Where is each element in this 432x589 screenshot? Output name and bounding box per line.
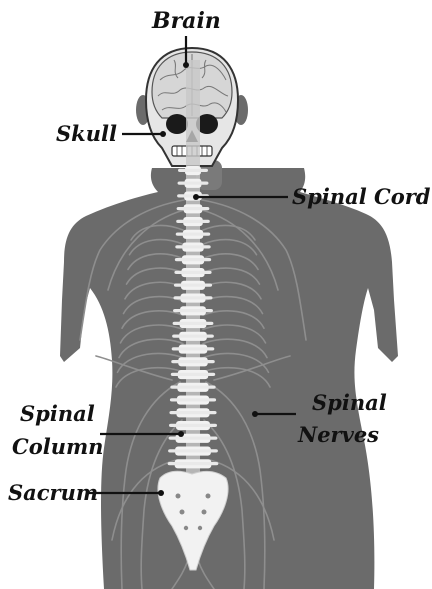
vertebra-process bbox=[169, 437, 218, 440]
label-spinal-column-line1: Spinal bbox=[20, 401, 95, 426]
vertebra-process bbox=[171, 373, 215, 376]
vertebra-process bbox=[171, 360, 215, 363]
vertebra-process bbox=[178, 169, 208, 172]
body-silhouette bbox=[60, 168, 398, 589]
vertebra-process bbox=[174, 271, 211, 274]
vertebra-process bbox=[176, 233, 211, 236]
label-spinal-nerves-line2: Nerves bbox=[297, 422, 379, 447]
vertebra-process bbox=[168, 449, 218, 452]
vertebra-process bbox=[173, 309, 213, 312]
label-spinal-cord: Spinal Cord bbox=[292, 184, 431, 209]
label-skull: Skull bbox=[56, 121, 117, 146]
label-brain: Brain bbox=[151, 8, 221, 34]
vertebra-process bbox=[173, 322, 214, 325]
vertebra-process bbox=[176, 220, 210, 223]
vertebra-process bbox=[172, 347, 215, 350]
vertebra-process bbox=[174, 296, 213, 299]
vertebra-process bbox=[174, 284, 212, 287]
vertebra-process bbox=[172, 335, 214, 338]
vertebra-process bbox=[168, 462, 219, 465]
vertebra-process bbox=[175, 258, 211, 261]
vertebra-process bbox=[169, 424, 217, 427]
vertebra-process bbox=[177, 207, 210, 210]
vertebra-process bbox=[175, 245, 210, 248]
vertebra-process bbox=[170, 398, 216, 401]
label-spinal-column-line2: Column bbox=[12, 434, 103, 459]
vertebra-process bbox=[169, 411, 216, 414]
label-spinal-nerves-line1: Spinal bbox=[312, 390, 387, 415]
label-sacrum: Sacrum bbox=[8, 480, 98, 505]
vertebra-process bbox=[170, 386, 215, 389]
vertebra-process bbox=[178, 182, 209, 185]
